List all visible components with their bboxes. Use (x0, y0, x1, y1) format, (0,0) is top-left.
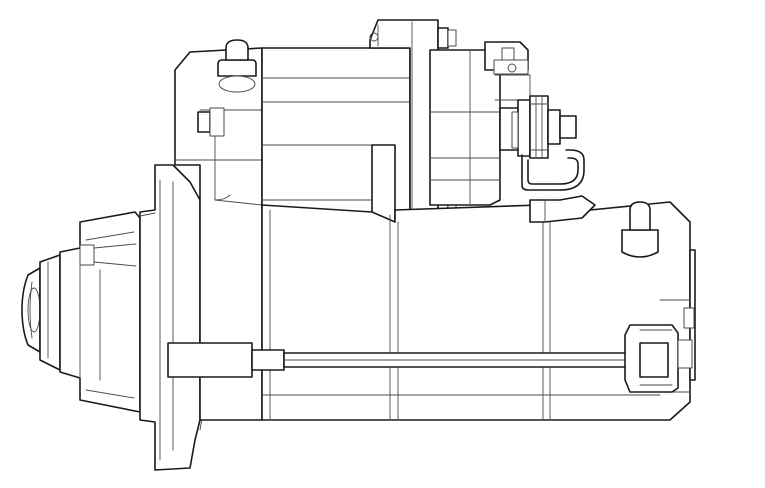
main-terminal-stud (499, 95, 577, 159)
through-bolt-rear-nut (624, 307, 695, 393)
top-terminal-connector (484, 41, 531, 101)
lead-terminal-clamp (529, 195, 596, 223)
lead-wire (521, 149, 585, 191)
through-bolt (167, 342, 641, 378)
drive-housing-nose (59, 211, 141, 413)
solenoid-cap (429, 49, 501, 206)
end-plate-bolt-top (437, 27, 457, 49)
housing-top-stud (217, 39, 257, 93)
housing-side-bolt (197, 107, 225, 137)
rear-top-stud (621, 201, 659, 258)
pinion-nose (21, 254, 61, 371)
mounting-flange (139, 164, 207, 471)
gear-housing (174, 47, 263, 421)
solenoid-body (261, 47, 411, 223)
